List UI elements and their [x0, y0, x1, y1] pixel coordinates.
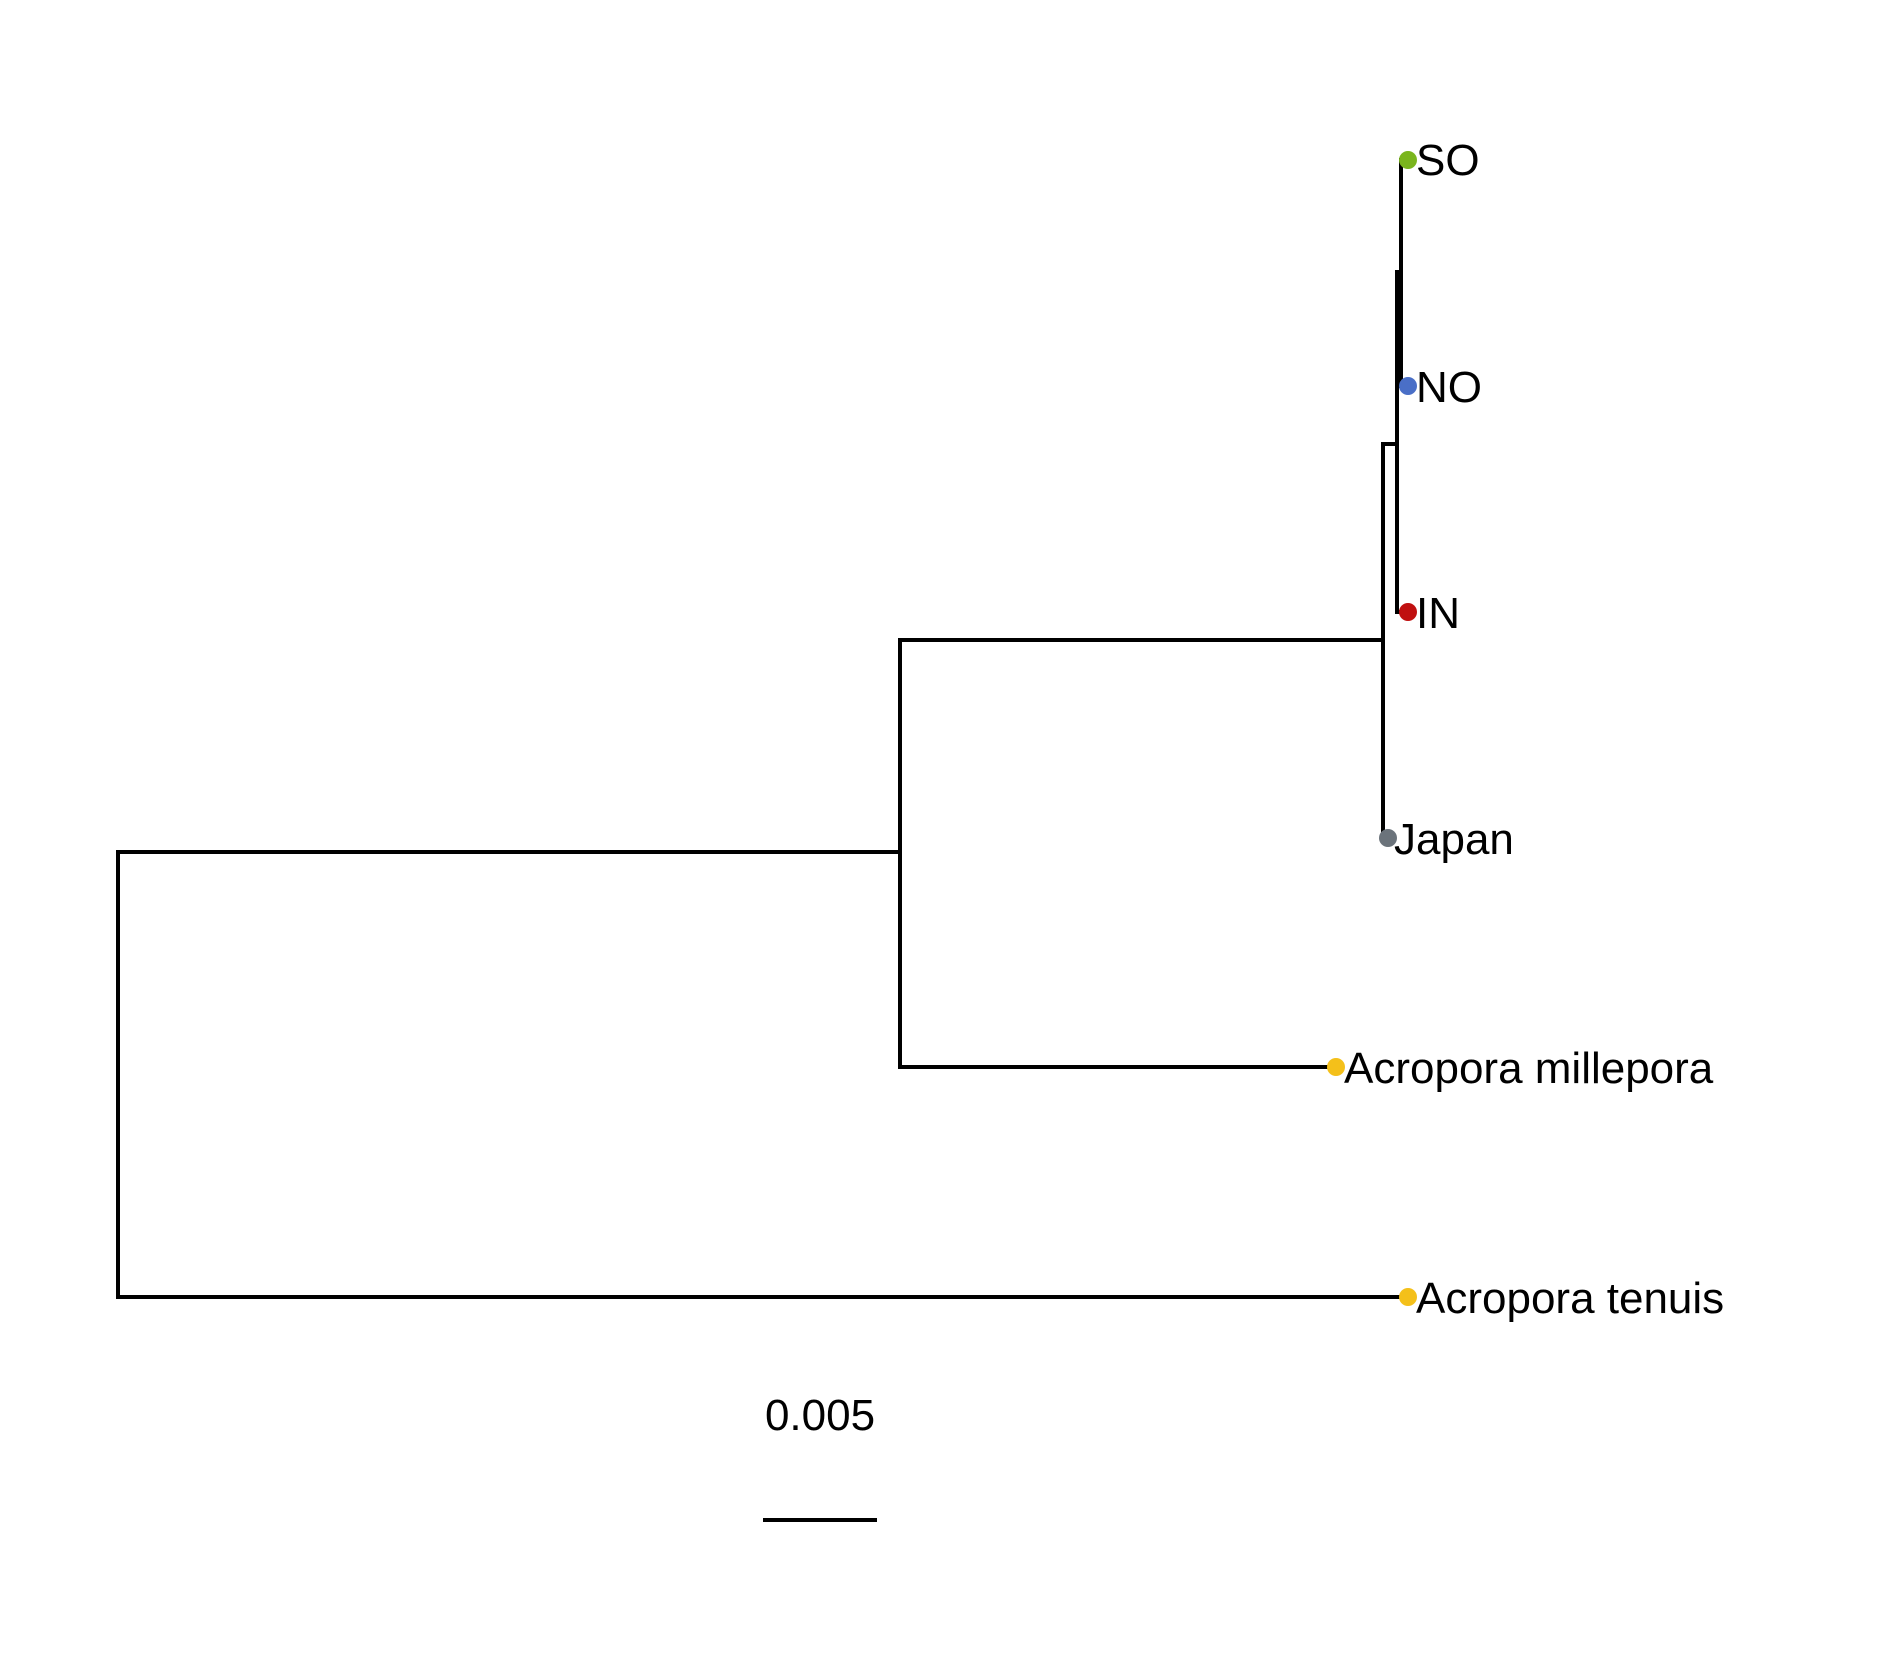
tip-label-so: SO — [1416, 136, 1480, 185]
tip-marker-no — [1399, 377, 1417, 395]
tip-marker-japan — [1379, 829, 1397, 847]
tip-label-no: NO — [1416, 363, 1482, 412]
tip-label-in: IN — [1416, 589, 1460, 638]
tip-marker-millepora — [1327, 1058, 1345, 1076]
tip-marker-so — [1399, 151, 1417, 169]
tip-label-tenuis: Acropora tenuis — [1416, 1274, 1724, 1323]
tip-label-millepora: Acropora millepora — [1344, 1044, 1714, 1093]
tip-label-japan: Japan — [1394, 815, 1514, 864]
scale-bar-label: 0.005 — [765, 1391, 875, 1440]
tip-marker-in — [1399, 603, 1417, 621]
tip-marker-tenuis — [1399, 1288, 1417, 1306]
